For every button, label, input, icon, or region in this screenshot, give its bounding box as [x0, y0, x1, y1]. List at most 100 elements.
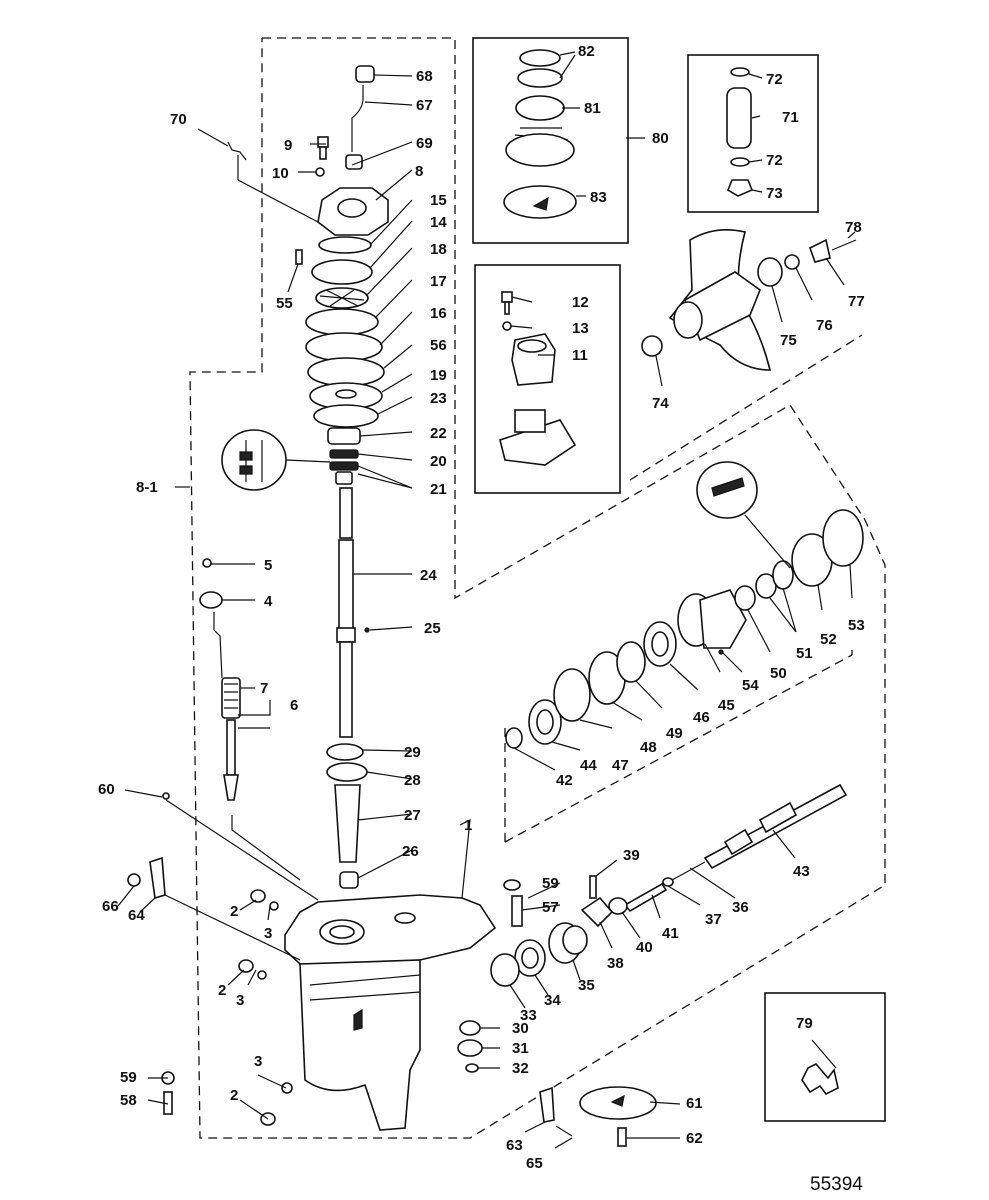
- kit-label: 8-1: [136, 479, 158, 496]
- callout-55: 55: [276, 295, 293, 312]
- callout-81: 81: [584, 100, 601, 117]
- callout-2c: 2: [230, 1087, 238, 1104]
- callout-2b: 2: [218, 982, 226, 999]
- callout-48: 48: [640, 739, 657, 756]
- callout-7: 7: [260, 680, 268, 697]
- callout-1: 1: [464, 817, 472, 834]
- propeller-shaft-assembly: [457, 783, 848, 1073]
- callout-79: 79: [796, 1015, 813, 1032]
- callout-46: 46: [693, 709, 710, 726]
- callout-36: 36: [732, 899, 749, 916]
- callout-69: 69: [416, 135, 433, 152]
- kit-outline: [189, 37, 886, 1139]
- fitting-box: [764, 992, 886, 1122]
- callout-54: 54: [742, 677, 759, 694]
- water-tube-part: [351, 85, 364, 152]
- callout-10: 10: [272, 165, 289, 182]
- callout-29: 29: [404, 744, 421, 761]
- seal-detail-inset: [221, 429, 331, 491]
- callout-63: 63: [506, 1137, 523, 1154]
- callout-42: 42: [556, 772, 573, 789]
- callout-3b: 3: [236, 992, 244, 1009]
- callout-60: 60: [98, 781, 115, 798]
- callout-25: 25: [424, 620, 441, 637]
- drive-shaft-part: [338, 539, 354, 631]
- callout-37: 37: [705, 911, 722, 928]
- callout-24: 24: [420, 567, 437, 584]
- callout-27: 27: [404, 807, 421, 824]
- callout-19: 19: [430, 367, 447, 384]
- callout-5: 5: [264, 557, 272, 574]
- callout-34: 34: [544, 992, 561, 1009]
- pump-housing-box: [474, 264, 621, 494]
- callout-44: 44: [580, 757, 597, 774]
- callout-49: 49: [666, 725, 683, 742]
- water-pump-kit-box: [472, 37, 629, 244]
- callout-12: 12: [572, 294, 589, 311]
- callout-4: 4: [264, 593, 273, 610]
- callout-80: 80: [652, 130, 669, 147]
- callout-52: 52: [820, 631, 837, 648]
- callout-39: 39: [623, 847, 640, 864]
- callout-8: 8: [415, 163, 423, 180]
- leader-lines: [117, 51, 856, 1149]
- callout-70: 70: [170, 111, 187, 128]
- callout-33: 33: [520, 1007, 537, 1024]
- gasket-part: [307, 357, 385, 387]
- bushing-part: [339, 871, 359, 889]
- callout-72a: 72: [766, 71, 783, 88]
- callout-43: 43: [793, 863, 810, 880]
- callout-51: 51: [796, 645, 813, 662]
- callout-3c: 3: [254, 1053, 262, 1070]
- figure-number: 55394: [810, 1174, 863, 1195]
- gasket-part: [313, 404, 379, 428]
- callout-73: 73: [766, 185, 783, 202]
- tube-kit-box: [687, 54, 819, 213]
- callout-82: 82: [578, 43, 595, 60]
- pump-housing-inset-parts: [499, 291, 577, 466]
- callout-18: 18: [430, 241, 447, 258]
- oil-seal-part: [327, 427, 361, 445]
- callout-40: 40: [636, 939, 653, 956]
- callout-38: 38: [607, 955, 624, 972]
- callout-57: 57: [542, 899, 559, 916]
- callout-45: 45: [718, 697, 735, 714]
- callout-15: 15: [430, 192, 447, 209]
- gasket-part: [305, 308, 379, 336]
- callout-59b: 59: [120, 1069, 137, 1086]
- callout-11: 11: [572, 347, 588, 364]
- callout-72b: 72: [766, 152, 783, 169]
- callout-22: 22: [430, 425, 447, 442]
- callout-68: 68: [416, 68, 433, 85]
- callout-20: 20: [430, 453, 447, 470]
- callout-labels: 1 2 2 2 3 3 3 4 5 6 7 8 9 10 11 12 13 14…: [98, 43, 865, 1172]
- callout-32: 32: [512, 1060, 529, 1077]
- callout-21: 21: [430, 481, 447, 498]
- callout-65: 65: [526, 1155, 543, 1172]
- callout-67: 67: [416, 97, 433, 114]
- callout-61: 61: [686, 1095, 703, 1112]
- callout-66: 66: [102, 898, 119, 915]
- bearing-part: [326, 743, 364, 761]
- grommet-part: [355, 65, 375, 83]
- gasket-part: [318, 236, 372, 254]
- callout-47: 47: [612, 757, 629, 774]
- callout-14: 14: [430, 214, 447, 231]
- drive-shaft-upper: [339, 487, 353, 539]
- callout-31: 31: [512, 1040, 529, 1057]
- propeller-assembly: [641, 229, 857, 371]
- sleeve-part: [334, 784, 361, 863]
- callout-76: 76: [816, 317, 833, 334]
- water-pump-kit-parts: [503, 49, 577, 219]
- plate-part: [305, 332, 383, 362]
- callout-23: 23: [430, 390, 447, 407]
- race-part: [326, 762, 368, 782]
- callout-41: 41: [662, 925, 679, 942]
- callout-3a: 3: [264, 925, 272, 942]
- callout-58: 58: [120, 1092, 137, 1109]
- callout-6: 6: [290, 697, 298, 714]
- callout-74: 74: [652, 395, 669, 412]
- callout-17: 17: [430, 273, 447, 290]
- callout-2a: 2: [230, 903, 238, 920]
- callout-50: 50: [770, 665, 787, 682]
